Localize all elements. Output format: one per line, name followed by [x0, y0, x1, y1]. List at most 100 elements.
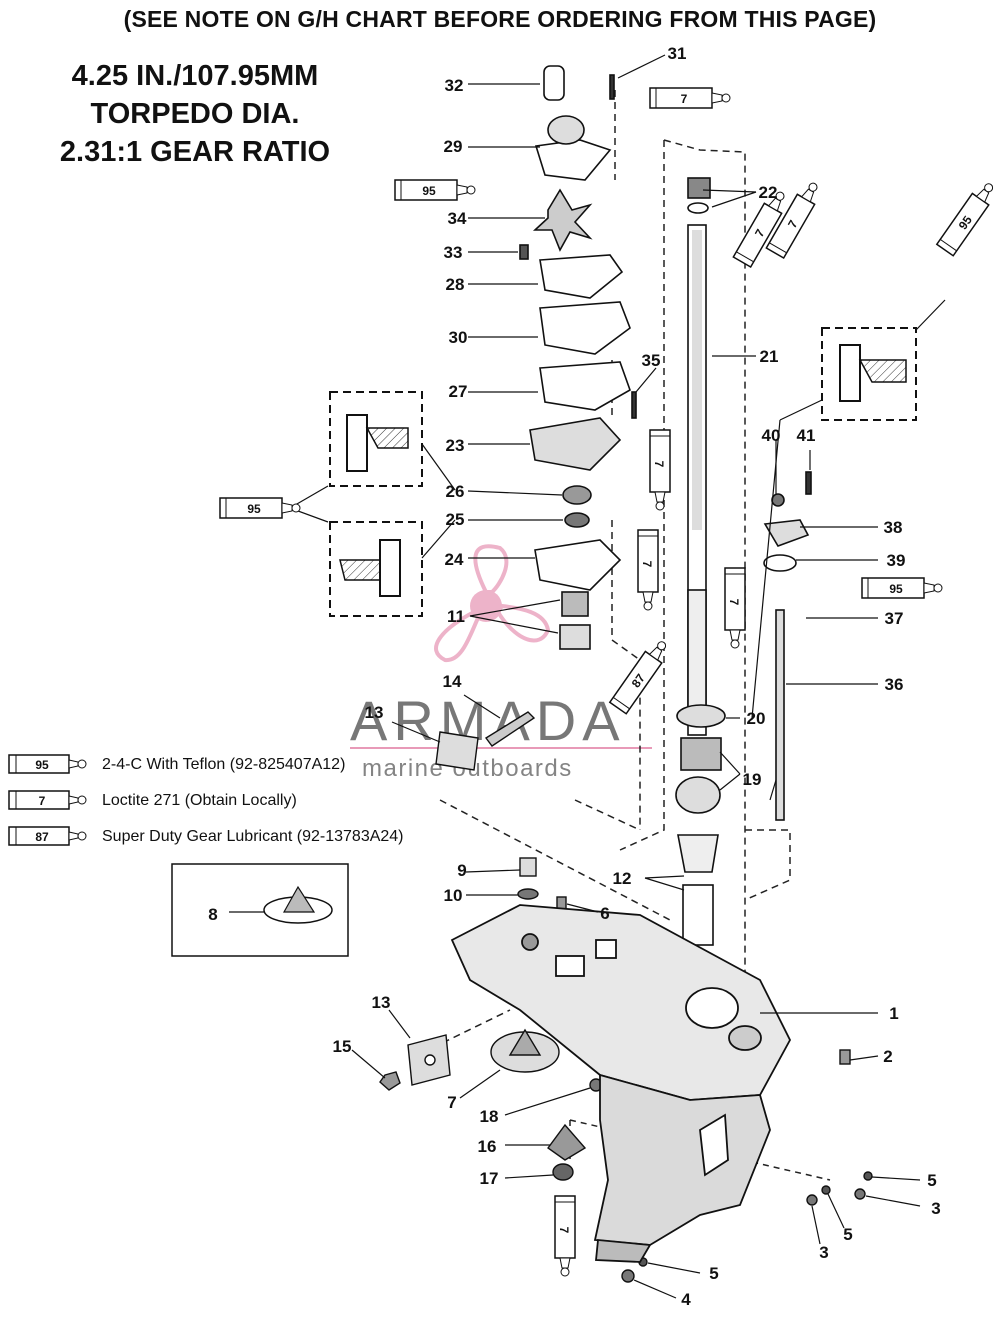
callout-6: 6: [600, 904, 609, 923]
callout-8: 8: [208, 905, 217, 924]
gear-housing: [450, 904, 792, 1263]
legend-row-95: 95: [8, 752, 88, 776]
callout-3: 3: [931, 1199, 940, 1218]
lubricant-tube-code: 7: [640, 561, 654, 568]
lubricant-tube-95-icon: 95: [394, 179, 476, 201]
pump-insert-sleeve: [543, 65, 565, 101]
legend-text-7: Loctite 271 (Obtain Locally): [102, 792, 297, 809]
washer-10: [517, 888, 539, 900]
callout-34: 34: [448, 209, 467, 228]
oil-seal-26: [562, 485, 592, 505]
lubricant-tube-7-icon: 7: [649, 87, 731, 109]
dashed-assembly-line: [619, 140, 665, 851]
lubricant-tube-7-icon: 7: [554, 1195, 576, 1277]
callout-16: 16: [478, 1137, 497, 1156]
callout-35: 35: [642, 351, 661, 370]
ordering-note: (SEE NOTE ON G/H CHART BEFORE ORDERING F…: [123, 6, 877, 32]
callout-26: 26: [446, 482, 465, 501]
lubricant-tube-95-icon: 95: [861, 577, 943, 599]
shift-shaft-screw: [805, 471, 812, 495]
lubricant-tube-7-icon: 7: [732, 191, 785, 269]
dashed-assembly-line: [439, 799, 671, 921]
tapered-bearing-cup: [680, 737, 722, 771]
lubricant-tube-code: 95: [247, 502, 261, 516]
callout-20: 20: [747, 709, 766, 728]
lubricant-tube-7-icon: 7: [724, 567, 746, 649]
bearing-detail-lower-box: [329, 521, 423, 617]
drive-sleeve: [677, 834, 719, 873]
base-gasket: [534, 539, 622, 591]
face-plate: [539, 301, 631, 355]
svg-text:7: 7: [39, 794, 46, 808]
callout-3: 3: [819, 1243, 828, 1262]
callout-33: 33: [444, 243, 463, 262]
callout-5: 5: [709, 1264, 718, 1283]
anode-inset-box: [171, 863, 349, 957]
pump-gasket-upper: [539, 254, 624, 299]
watermark-brand: ARMADA: [350, 689, 626, 752]
water-pump-parts: [519, 65, 637, 650]
callout-14: 14: [443, 672, 462, 691]
lubricant-tube-7-icon: 7: [649, 429, 671, 511]
lubricant-tube-7-icon: 7: [765, 182, 818, 260]
callout-5: 5: [927, 1171, 936, 1190]
callout-11: 11: [447, 607, 465, 626]
lubricant-tube-code: 7: [727, 599, 741, 606]
spec-torpedo-label: TORPEDO DIA.: [90, 98, 300, 130]
callout-28: 28: [446, 275, 465, 294]
callout-18: 18: [480, 1107, 499, 1126]
callout-41: 41: [797, 426, 816, 445]
callout-38: 38: [884, 518, 903, 537]
callout-40: 40: [762, 426, 781, 445]
callout-13: 13: [365, 703, 384, 722]
anode-block-upper: [435, 731, 479, 771]
shift-shaft-seal: [763, 554, 797, 572]
callout-15: 15: [333, 1037, 352, 1056]
lubricant-tube-icon: 7: [8, 790, 87, 810]
screw-3b: [806, 1194, 818, 1206]
lubricant-tube-95-icon: 95: [935, 183, 994, 257]
vent-screw-4: [621, 1269, 635, 1283]
callout-1: 1: [889, 1004, 898, 1023]
leader-lines: [229, 54, 946, 1299]
callout-9: 9: [457, 861, 466, 880]
callout-30: 30: [449, 328, 468, 347]
bearing-cup-upper: [561, 591, 589, 617]
lubricant-tube-code: 95: [422, 184, 436, 198]
callout-23: 23: [446, 436, 465, 455]
callout-7: 7: [447, 1093, 456, 1112]
tapered-roller-bearing: [675, 776, 721, 814]
screw-3a: [854, 1188, 866, 1200]
callout-37: 37: [885, 609, 904, 628]
legend-text-95: 2-4-C With Teflon (92-825407A12): [102, 756, 346, 773]
pinion-gear: [547, 1123, 587, 1161]
callout-19: 19: [743, 770, 762, 789]
callout-21: 21: [760, 347, 779, 366]
pump-gasket-lower: [539, 361, 631, 411]
lubricant-tube-7-icon: 7: [637, 529, 659, 611]
pump-base: [529, 417, 622, 471]
callout-27: 27: [449, 382, 468, 401]
lubricant-tube-87-icon: 87: [608, 641, 667, 715]
lubricant-tube-code: 7: [557, 1227, 571, 1234]
pump-screw: [609, 74, 615, 100]
callout-31: 31: [668, 44, 687, 63]
pinion-nut: [552, 1163, 574, 1181]
dashed-assembly-line: [611, 360, 641, 830]
callout-32: 32: [445, 76, 464, 95]
svg-text:87: 87: [35, 830, 49, 844]
washer-5a: [863, 1171, 873, 1181]
base-screw: [631, 391, 637, 419]
callout-17: 17: [480, 1169, 499, 1188]
trim-tab-screw: [519, 857, 537, 877]
callout-13: 13: [372, 993, 391, 1012]
dashed-assembly-line: [663, 139, 746, 1010]
roller-bearing: [682, 884, 714, 946]
callout-numbers: 1233455567891011121313141516171819202122…: [208, 44, 940, 1309]
callout-10: 10: [444, 886, 463, 905]
lower-bearings: [675, 704, 726, 946]
impeller-key: [519, 244, 529, 260]
callout-25: 25: [446, 510, 465, 529]
svg-text:95: 95: [35, 758, 49, 772]
spec-gear-ratio: 2.31:1 GEAR RATIO: [59, 136, 331, 168]
